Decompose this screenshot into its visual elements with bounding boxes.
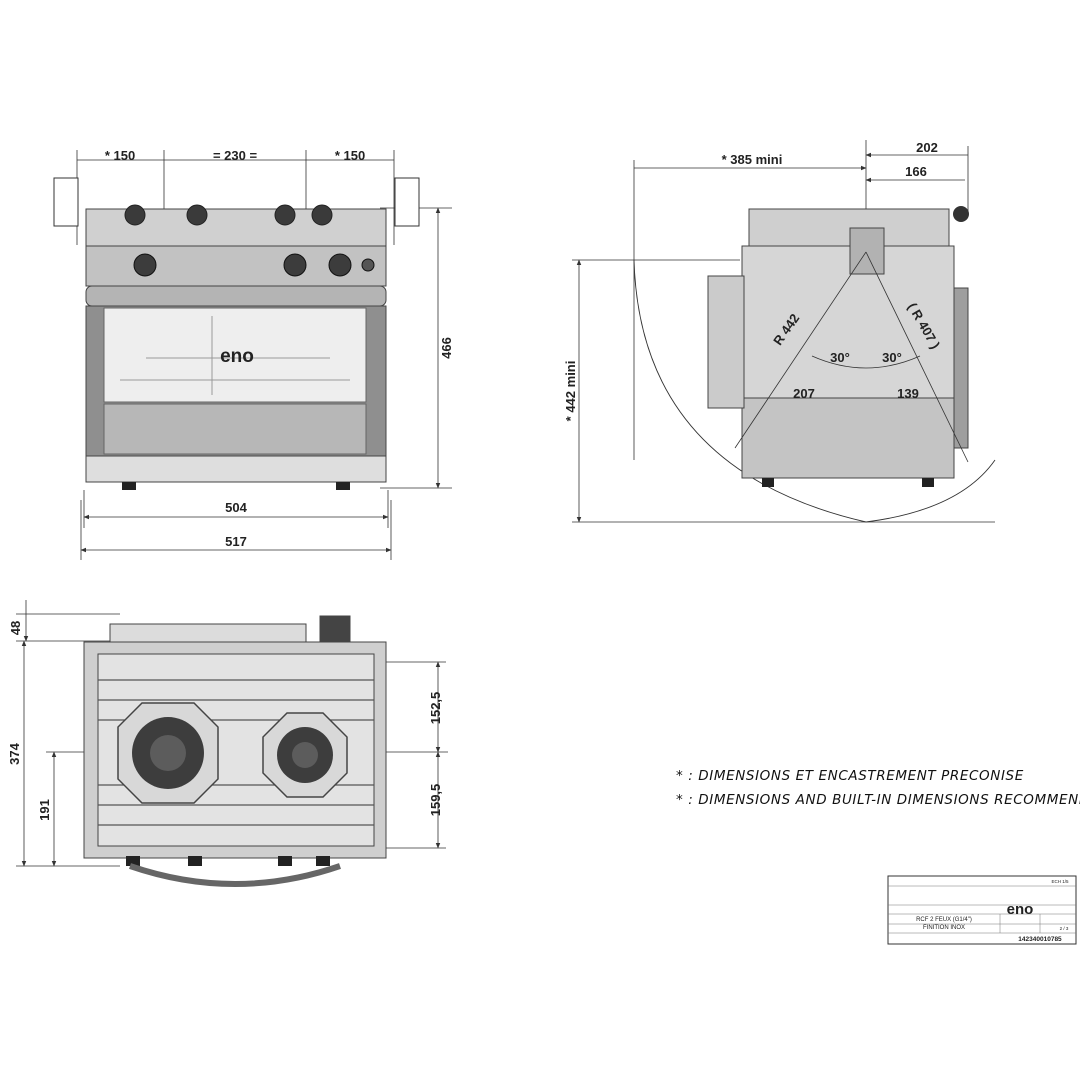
dim-height: 466 — [439, 337, 454, 359]
title-block-product-line2: FINITION INOX — [923, 925, 965, 931]
control-knobs — [133, 253, 375, 277]
door-swing-arc — [633, 259, 996, 523]
note-english: * : DIMENSIONS AND BUILT-IN DIMENSIONS R… — [676, 792, 1080, 808]
burner-left — [117, 702, 219, 804]
front-view: * 150 = 230 = * 150 466 504 517 eno — [53, 148, 454, 560]
title-block-page: 2 / 3 — [1060, 926, 1069, 931]
dim-center-gap: = 230 = — [213, 148, 258, 163]
right-cabinet-block — [394, 177, 420, 227]
side-feet — [762, 478, 934, 487]
dim-depth-min: * 385 mini — [722, 152, 783, 167]
dim-right-gap: * 150 — [335, 148, 365, 163]
dim-burner-axis: 191 — [37, 799, 52, 821]
top-knobs — [126, 856, 330, 866]
front-handle — [129, 863, 341, 887]
oven-grill-rack — [120, 316, 350, 395]
top-view: 48 374 191 152,5 159,5 — [7, 600, 448, 887]
side-knob — [953, 206, 969, 222]
burner-caps — [124, 204, 333, 226]
dim-pivot-front: 207 — [793, 386, 815, 401]
title-block: eno RCF 2 FEUX (G1/4") FINITION INOX 142… — [887, 875, 1077, 945]
dim-pivot-back: 139 — [897, 386, 919, 401]
angle-right: 30° — [882, 350, 902, 365]
burner-right — [262, 712, 348, 798]
dim-back-burner: 152,5 — [428, 692, 443, 725]
dim-top-depth: 202 — [916, 140, 938, 155]
side-cooker-body — [707, 208, 969, 479]
left-cabinet-block — [53, 177, 79, 227]
dim-inner-width: 504 — [225, 500, 247, 515]
dim-top-offset: 48 — [8, 621, 23, 635]
angle-left: 30° — [830, 350, 850, 365]
dim-axis-depth: 166 — [905, 164, 927, 179]
oven-door-logo: eno — [220, 346, 254, 367]
dim-height-min: * 442 mini — [563, 361, 578, 422]
dim-outer-width: 517 — [225, 534, 247, 549]
title-block-logo: eno — [1007, 901, 1034, 918]
title-block-reference: 142340010785 — [1018, 936, 1062, 943]
dim-front-burner: 159,5 — [428, 784, 443, 817]
dim-left-gap: * 150 — [105, 148, 135, 163]
side-view: * 385 mini 202 166 * 442 mini R 442 ( R … — [563, 140, 996, 523]
dim-total-depth: 374 — [7, 742, 22, 764]
front-dimension-lines — [76, 150, 452, 560]
title-block-scale: ECH 1/5 — [1051, 879, 1069, 884]
front-feet — [122, 482, 350, 490]
angle-arc — [811, 355, 921, 369]
title-block-product-line1: RCF 2 FEUX (G1/4") — [916, 917, 972, 923]
front-cooker-body — [85, 208, 387, 483]
note-french: * : DIMENSIONS ET ENCASTREMENT PRECONISE — [676, 768, 1024, 784]
